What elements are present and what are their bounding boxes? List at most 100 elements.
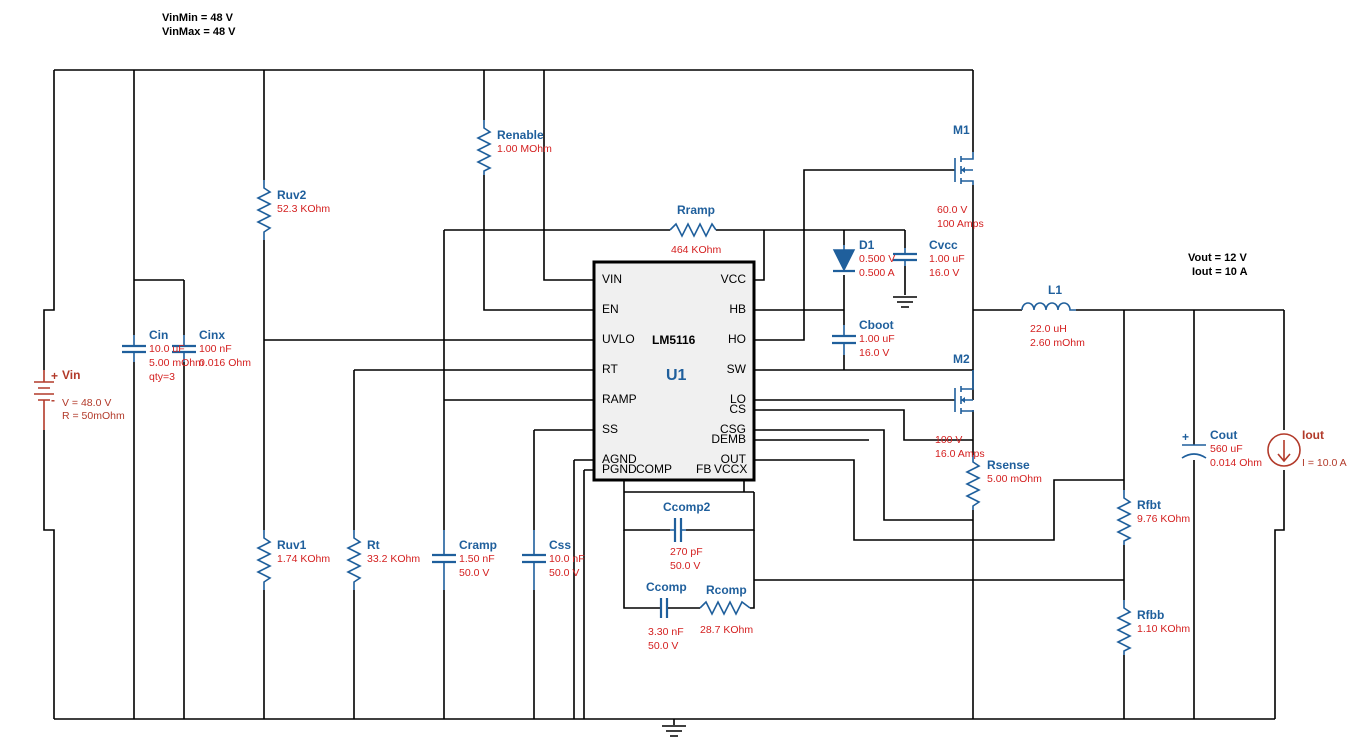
rsense-name: Rsense	[987, 458, 1030, 472]
pin-en: EN	[602, 302, 619, 316]
css-voltage: 50.0 V	[549, 567, 580, 579]
cramp-name: Cramp	[459, 538, 498, 552]
rramp-name: Rramp	[677, 203, 716, 217]
rfbb-name: Rfbb	[1137, 608, 1165, 622]
pin-csg: CSG	[719, 422, 746, 436]
ccomp2-voltage: 50.0 V	[670, 560, 701, 572]
rcomp-value: 28.7 KOhm	[700, 624, 754, 636]
rfbt-name: Rfbt	[1137, 498, 1161, 512]
m1-voltage: 60.0 V	[937, 204, 968, 216]
rramp-value: 464 KOhm	[671, 244, 722, 256]
m1-name: M1	[953, 123, 970, 137]
cramp-symbol	[432, 530, 456, 590]
svg-text:+: +	[1182, 430, 1189, 444]
ruv2-name: Ruv2	[277, 188, 307, 202]
cramp-voltage: 50.0 V	[459, 567, 490, 579]
renable-symbol	[476, 120, 492, 175]
svg-text:+: +	[51, 369, 58, 383]
ccomp-value: 3.30 nF	[648, 626, 684, 638]
cboot-value: 1.00 uF	[859, 333, 895, 345]
pin-hb: HB	[729, 302, 746, 316]
rsense-symbol	[965, 455, 981, 510]
ic-designator: U1	[666, 367, 687, 384]
pin-ss: SS	[602, 422, 619, 436]
cvcc-symbol	[893, 248, 917, 266]
rcomp-symbol	[699, 600, 751, 616]
pin-pgnd: PGND	[602, 462, 637, 476]
rfbb-symbol	[1116, 600, 1132, 655]
rt-symbol	[346, 530, 362, 590]
m1-symbol	[954, 152, 974, 185]
pin-fb: FB	[696, 462, 712, 476]
cin-esr: 5.00 mOhm	[149, 357, 204, 369]
l1-name: L1	[1048, 283, 1063, 297]
cvcc-value: 1.00 uF	[929, 253, 965, 265]
spec-vinmin: VinMin = 48 V	[162, 12, 234, 24]
cboot-voltage: 16.0 V	[859, 347, 890, 359]
pin-out: OUT	[720, 452, 746, 466]
wire-net	[43, 69, 1285, 725]
rfbt-value: 9.76 KOhm	[1137, 513, 1191, 525]
renable-value: 1.00 MOhm	[497, 143, 552, 155]
ic-part-number: LM5116	[652, 333, 696, 347]
spec-vout: Vout = 12 V	[1188, 252, 1247, 264]
m1-current: 100 Amps	[937, 218, 984, 230]
vin-name: Vin	[62, 368, 81, 382]
iout-symbol	[1267, 433, 1301, 467]
ccomp-symbol	[659, 598, 669, 618]
rt-name: Rt	[367, 538, 380, 552]
iout-value: I = 10.0 A	[1302, 457, 1347, 469]
l1-value: 22.0 uH	[1030, 323, 1067, 335]
pin-rt: RT	[602, 362, 618, 376]
m2-symbol	[954, 370, 974, 414]
rcomp-name: Rcomp	[706, 583, 747, 597]
m2-voltage: 100 V	[935, 434, 963, 446]
cout-esr: 0.014 Ohm	[1210, 457, 1262, 469]
d1-name: D1	[859, 238, 875, 252]
ruv1-value: 1.74 KOhm	[277, 553, 331, 565]
ccomp2-name: Ccomp2	[663, 500, 711, 514]
pin-vccx: VCCX	[714, 462, 748, 476]
cout-symbol: +	[1181, 430, 1207, 459]
pin-cs: CS	[729, 402, 746, 416]
cin-name: Cin	[149, 328, 169, 342]
cinx-esr: 0.016 Ohm	[199, 357, 251, 369]
pin-sw: SW	[726, 362, 746, 376]
cin-qty: qty=3	[149, 371, 175, 383]
pin-comp: COMP	[636, 462, 672, 476]
rsense-value: 5.00 mOhm	[987, 473, 1042, 485]
pin-demb: DEMB	[711, 432, 746, 446]
ruv1-name: Ruv1	[277, 538, 307, 552]
renable-name: Renable	[497, 128, 544, 142]
cin-symbol	[122, 335, 146, 362]
pin-ho: HO	[728, 332, 746, 346]
cinx-name: Cinx	[199, 328, 226, 342]
vin-resistance: R = 50mOhm	[62, 410, 125, 422]
cramp-value: 1.50 nF	[459, 553, 495, 565]
ruv2-symbol	[256, 180, 272, 240]
vin-voltage: V = 48.0 V	[62, 397, 112, 409]
cinx-value: 100 nF	[199, 343, 232, 355]
cboot-name: Cboot	[859, 318, 894, 332]
css-name: Css	[549, 538, 572, 552]
cboot-symbol	[832, 325, 856, 355]
pin-lo: LO	[729, 392, 746, 406]
m2-name: M2	[953, 352, 970, 366]
l1-dcr: 2.60 mOhm	[1030, 337, 1085, 349]
ic-u1	[592, 260, 756, 482]
d1-symbol	[832, 245, 856, 273]
svg-text:-: -	[51, 393, 55, 407]
rramp-symbol	[669, 222, 717, 238]
rfbb-value: 1.10 KOhm	[1137, 623, 1191, 635]
pin-agnd: AGND	[602, 452, 637, 466]
ground-symbol-cvcc	[893, 296, 917, 308]
ground-symbol	[662, 725, 686, 737]
ccomp2-value: 270 pF	[670, 546, 703, 558]
spec-iout: Iout = 10 A	[1192, 266, 1248, 278]
m2-current: 16.0 Amps	[935, 448, 985, 460]
css-value: 10.0 nF	[549, 553, 585, 565]
cvcc-voltage: 16.0 V	[929, 267, 960, 279]
pin-uvlo: UVLO	[602, 332, 635, 346]
pin-vcc: VCC	[720, 272, 746, 286]
cout-name: Cout	[1210, 428, 1238, 442]
